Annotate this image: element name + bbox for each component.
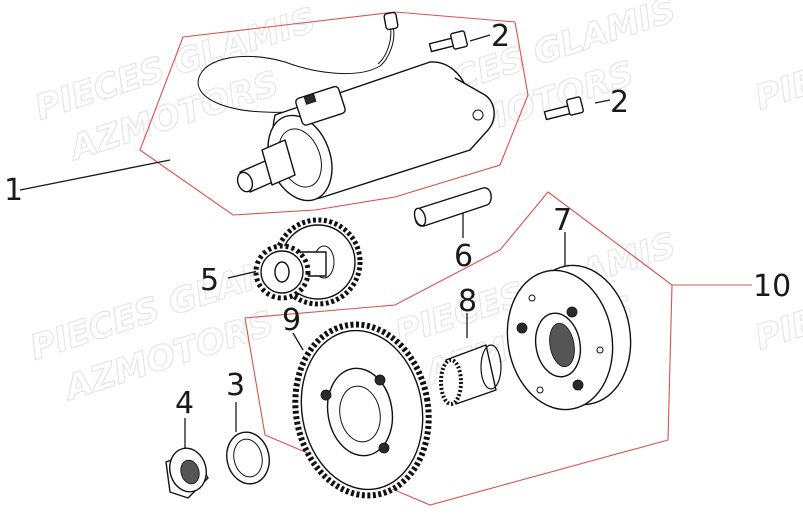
shaft-collar [261, 139, 296, 186]
leader-9 [292, 332, 304, 351]
housing-hole [572, 379, 584, 391]
callout-9: 9 [282, 303, 301, 338]
terminal-nut [303, 93, 317, 105]
driven-gear-bore [339, 385, 381, 443]
callout-1: 1 [4, 173, 23, 208]
pin-body [414, 187, 492, 227]
callout-10: 10 [753, 269, 791, 304]
part-shaft-pin [413, 187, 492, 227]
starter-clutch-group-outline [244, 191, 673, 506]
part-starter-motor [197, 11, 495, 202]
starter-motor-group-outline [139, 11, 529, 216]
nut-bore [180, 459, 200, 485]
part-reduction-gear [253, 217, 363, 307]
callout-5: 5 [200, 263, 219, 298]
pin-end [413, 207, 427, 227]
callout-4: 4 [175, 386, 194, 421]
washer-inner [233, 438, 263, 478]
housing-bolt-hole [528, 294, 536, 302]
leader-2b [594, 99, 611, 104]
housing-bore-inner [549, 322, 575, 368]
part-clutch-housing [506, 264, 632, 411]
callout-8: 8 [458, 284, 477, 319]
callout-2a: 2 [491, 19, 510, 54]
starter-cable [197, 21, 395, 113]
housing-hole [566, 306, 578, 318]
housing-hole [516, 322, 528, 334]
part-needle-bearing [439, 344, 502, 406]
housing-bolt-hole [596, 346, 604, 354]
cable-terminal [383, 11, 399, 31]
part-washer [226, 431, 270, 485]
callout-3: 3 [226, 368, 245, 403]
callout-7: 7 [553, 203, 572, 238]
bolt-head [449, 30, 469, 50]
gear-hole [378, 442, 390, 454]
part-driven-gear [292, 321, 432, 499]
watermark-line1: PIECES GLAMIS [750, 0, 803, 119]
leader-2a [469, 34, 491, 42]
leader-lines [19, 34, 752, 450]
bolt-head [565, 96, 585, 116]
small-gear-hub [274, 261, 290, 283]
leader-1 [19, 159, 171, 191]
gear-hole [320, 389, 332, 401]
gear-hole [374, 374, 386, 386]
callout-6: 6 [454, 239, 473, 274]
callout-2b: 2 [610, 85, 629, 120]
motor-flange [454, 77, 495, 151]
bearing-rollers [439, 358, 463, 406]
bearing-end [480, 344, 502, 390]
part-bolt-upper [428, 30, 469, 53]
washer-outer [226, 431, 270, 485]
callout-numbers: 1 2 2 3 4 5 6 7 8 9 10 [4, 19, 791, 421]
watermarks: PIECES GLAMIS AZMOTORS PIECES GLAMIS AZM… [25, 0, 803, 410]
part-nut [165, 447, 209, 499]
housing-bolt-hole [536, 386, 544, 394]
flange-hole [472, 109, 484, 121]
shaft-tip [236, 171, 254, 193]
part-bolt-lower [543, 96, 585, 121]
